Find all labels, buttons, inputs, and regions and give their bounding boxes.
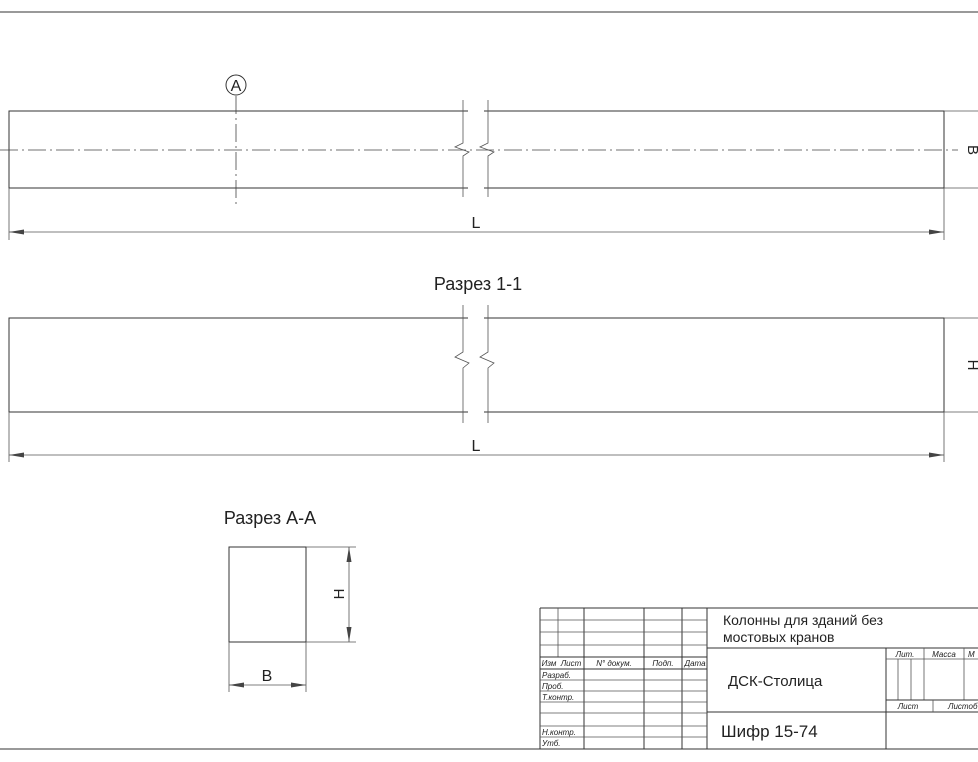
axis-a-marker-circle — [225, 74, 247, 96]
section-1-title: Разрез 1-1 — [434, 274, 522, 294]
tb-role-approved: Утб. — [541, 739, 561, 748]
section-length-arrow-left — [9, 452, 24, 458]
tb-header-sign: Подп. — [652, 659, 673, 668]
tb-role-tech-control: Т.контр. — [542, 693, 574, 702]
tb-header-doc-no: N° докум. — [596, 659, 632, 668]
plan-view: A B L — [0, 74, 978, 240]
tb-code: Шифр 15-74 — [721, 722, 818, 741]
section-break-left — [454, 305, 470, 423]
length-arrow-left — [9, 229, 24, 235]
section-a-title: Разрез А-А — [224, 508, 316, 528]
tb-title-line-1: Колонны для зданий без — [723, 612, 883, 628]
width-side-label: B — [964, 145, 978, 155]
section-1-1: Разрез 1-1 H L — [8, 274, 978, 462]
tb-meta-sheet: Лист — [897, 702, 919, 711]
section-break-right — [479, 305, 495, 423]
section-a-profile — [228, 546, 307, 643]
tb-meta-sheets: Листоб — [947, 702, 978, 711]
section-a-width-label: B — [262, 668, 273, 685]
tb-organization: ДСК-Столица — [728, 673, 823, 690]
tb-header-list: Лист — [560, 659, 582, 668]
title-block: Изм Лист N° докум. Подп. Дата Разраб. Пр… — [539, 607, 978, 749]
tb-meta-mass: Масса — [932, 650, 956, 659]
axis-a-marker-label: A — [231, 78, 242, 95]
break-line-right — [478, 100, 495, 197]
tb-title-line-2: мостовых кранов — [723, 629, 835, 645]
section-length-label: L — [472, 438, 481, 455]
break-line-left — [453, 100, 470, 197]
length-label-top: L — [472, 215, 481, 232]
tb-role-checked: Проб. — [542, 682, 563, 691]
tb-header-date: Дата — [683, 659, 706, 668]
section-a-height-label: H — [331, 589, 348, 600]
tb-meta-scale: М — [968, 650, 975, 659]
tb-role-norm-control: Н.контр. — [542, 728, 576, 737]
tb-role-developed: Разраб. — [542, 671, 571, 680]
section-a-a: Разрез А-А H B — [224, 508, 356, 692]
tb-header-izm: Изм — [542, 659, 557, 668]
length-arrow-right — [929, 229, 944, 235]
tb-meta-lit: Лит. — [895, 650, 915, 659]
height-side-label: H — [964, 360, 978, 371]
section-length-arrow-right — [929, 452, 944, 458]
